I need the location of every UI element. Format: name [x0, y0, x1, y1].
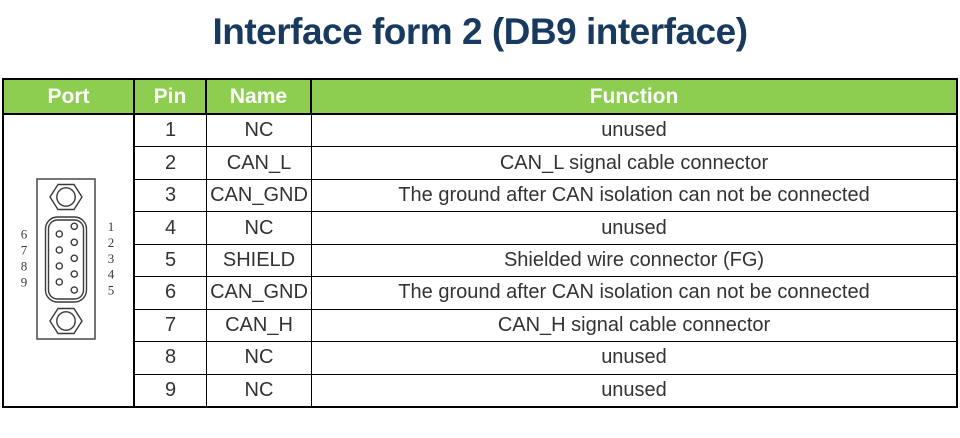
signal-function: unused: [601, 119, 667, 142]
pin-number: 3: [135, 179, 207, 212]
table-row: 3 CAN_GND The ground after CAN isolation…: [135, 178, 956, 212]
pin-label-5: 5: [107, 282, 114, 297]
pin-number: 4: [135, 212, 207, 244]
pin-number: 9: [135, 374, 207, 406]
table-row: 9 NC unused: [135, 373, 956, 406]
table-row: 6 CAN_GND The ground after CAN isolation…: [135, 276, 956, 309]
pin-label-2: 2: [107, 234, 114, 249]
pin-label-1: 1: [107, 218, 114, 233]
signal-name: NC: [207, 342, 312, 374]
port-cell: 1 2 3 4 5 6 7 8 9: [4, 115, 135, 406]
table-row: 1 NC unused: [135, 115, 956, 147]
signal-function: CAN_L signal cable connector: [499, 151, 769, 174]
signal-name: NC: [207, 374, 312, 406]
dsub-shell-outline: [44, 215, 87, 303]
table-row: 8 NC unused: [135, 341, 956, 374]
col-header-name: Name: [207, 80, 312, 113]
table-header-row: Port Pin Name Function: [4, 80, 956, 115]
pin-number: 7: [135, 309, 207, 342]
pin-number: 2: [135, 147, 207, 179]
pin-label-3: 3: [107, 250, 114, 265]
signal-function: unused: [601, 378, 667, 401]
signal-name: CAN_GND: [207, 179, 312, 212]
pin-label-9: 9: [20, 274, 27, 289]
signal-function: The ground after CAN isolation can not b…: [398, 281, 870, 304]
table-row: 7 CAN_H CAN_H signal cable connector: [135, 308, 956, 342]
col-header-pin: Pin: [135, 80, 207, 113]
col-header-function: Function: [589, 84, 679, 108]
signal-function: The ground after CAN isolation can not b…: [398, 184, 870, 207]
pin-holes: [55, 222, 78, 294]
connector-body-outline: [35, 177, 96, 340]
page-title: Interface form 2 (DB9 interface): [212, 11, 748, 52]
table-row: 5 SHIELD Shielded wire connector (FG): [135, 243, 956, 277]
mounting-screw-top-icon: [48, 183, 83, 210]
pin-label-8: 8: [20, 258, 27, 273]
pin-number: 1: [135, 115, 207, 147]
interface-table: Port Pin Name Function: [2, 78, 958, 408]
pin-label-7: 7: [20, 242, 27, 257]
signal-name: CAN_L: [207, 147, 312, 179]
signal-name: SHIELD: [207, 244, 312, 277]
signal-name: CAN_H: [207, 309, 312, 342]
signal-function: Shielded wire connector (FG): [503, 248, 765, 271]
signal-function: CAN_H signal cable connector: [497, 313, 771, 336]
table-row: 2 CAN_L CAN_L signal cable connector: [135, 146, 956, 179]
pin-number: 8: [135, 342, 207, 374]
table-row: 4 NC unused: [135, 211, 956, 244]
signal-function: unused: [601, 216, 667, 239]
mounting-screw-bottom-icon: [48, 307, 83, 334]
pin-number: 6: [135, 277, 207, 309]
table-body: 1 2 3 4 5 6 7 8 9 1 NC unused: [4, 115, 956, 406]
signal-name: NC: [207, 212, 312, 244]
signal-function: unused: [601, 346, 667, 369]
signal-name: CAN_GND: [207, 277, 312, 309]
pin-label-6: 6: [20, 226, 27, 241]
db9-connector-illustration: 1 2 3 4 5 6 7 8 9: [20, 177, 114, 340]
pin-rows: 1 NC unused 2 CAN_L CAN_L signal cable c…: [135, 115, 956, 406]
col-header-port: Port: [4, 80, 135, 113]
signal-name: NC: [207, 115, 312, 147]
pin-label-4: 4: [107, 266, 114, 281]
pin-number: 5: [135, 244, 207, 277]
